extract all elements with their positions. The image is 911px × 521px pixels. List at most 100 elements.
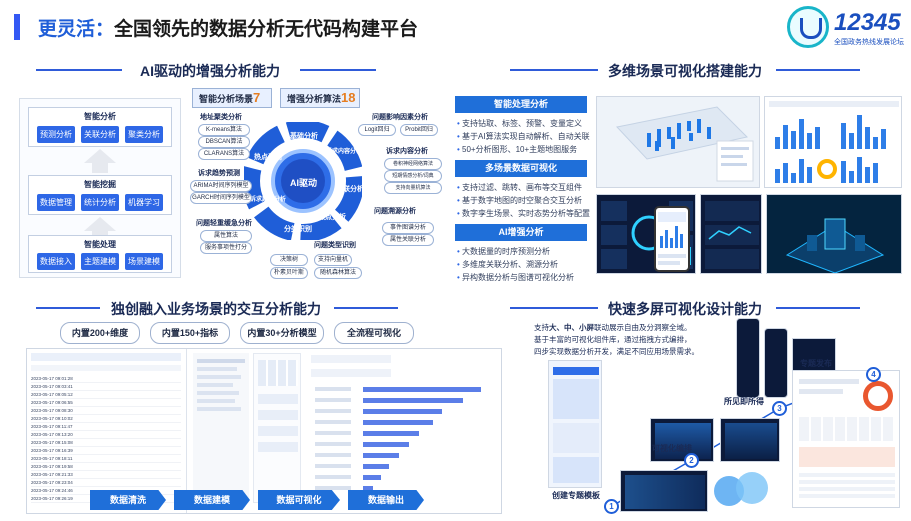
ring-segments <box>244 122 362 240</box>
up-arrow-icon <box>84 149 116 163</box>
table-row[interactable]: 2023-05-17 09:18:11 <box>31 455 181 463</box>
logo-subtitle: 全国政务热线发展论坛 <box>834 39 904 46</box>
algo-garch: GARCH时间序列模型 <box>190 192 252 204</box>
step-label-1: 创建专题模板 <box>552 491 600 500</box>
screenshot-3d-bars <box>596 96 760 188</box>
step-badge-3: 3 <box>772 401 787 416</box>
ring-center <box>281 159 325 203</box>
smart-analysis-title: 智能分析 <box>84 112 116 121</box>
ring-label-basic: 基础分析 <box>290 133 318 140</box>
smart-mining-box: 智能挖掘 数据管理 统计分析 机器学习 <box>28 175 172 215</box>
table-row[interactable]: 2023-05-17 09:08:30 <box>31 407 181 415</box>
table-row[interactable]: 2023-05-17 09:03:41 <box>31 383 181 391</box>
table-row[interactable]: 2023-05-17 09:11:47 <box>31 423 181 431</box>
process-flow: 数据清洗 数据建模 数据可视化 数据输出 <box>90 490 470 512</box>
table-row[interactable]: 2023-05-17 09:16:39 <box>31 447 181 455</box>
group-title-type: 问题类型识别 <box>314 242 356 249</box>
digital-twin-graphic <box>785 218 885 273</box>
stat-analysis-button[interactable]: 统计分析 <box>81 194 119 211</box>
step-label-4: 专题发布 <box>800 359 832 368</box>
multi-tag-1: 智能处理分析 <box>455 96 587 113</box>
step-badge-2: 2 <box>684 453 699 468</box>
assoc-analysis-button[interactable]: 关联分析 <box>81 126 119 143</box>
algo-kmeans: K-means算法 <box>198 124 250 136</box>
field-list-pane <box>193 353 249 503</box>
chart-type-pane <box>253 353 301 503</box>
ring-label-content: 诉求内容分析 <box>326 149 363 155</box>
algo-number: 18 <box>341 90 356 105</box>
bar-label-placeholder <box>315 387 351 391</box>
bar-mark <box>363 409 442 414</box>
step-label-2: 可视化编排 <box>652 444 692 453</box>
screenshot-dark-panel <box>700 194 762 274</box>
divider <box>36 69 122 71</box>
bar-mark <box>363 453 399 458</box>
section-title-ai: AI驱动的增强分析能力 <box>140 63 280 79</box>
bar-label-placeholder <box>315 442 351 446</box>
bar-mark <box>363 387 481 392</box>
algo-cnn: 卷积神经网络算法 <box>384 158 442 170</box>
divider <box>776 69 860 71</box>
table-row[interactable]: 2023-05-17 09:10:02 <box>31 415 181 423</box>
table-row[interactable]: 2023-05-17 09:06:55 <box>31 399 181 407</box>
cluster-analysis-button[interactable]: 聚类分析 <box>125 126 163 143</box>
title-prefix: 更灵活： <box>38 19 115 40</box>
scene-model-button[interactable]: 场景建模 <box>125 253 163 270</box>
bar-mark <box>363 464 389 469</box>
bar-mark <box>363 431 419 436</box>
data-mgmt-button[interactable]: 数据管理 <box>37 194 75 211</box>
dark-panel-graphic <box>705 201 759 269</box>
3d-bar-graphic <box>616 106 754 182</box>
table-row[interactable]: 2023-05-17 09:19:58 <box>31 463 181 471</box>
table-row[interactable]: 2023-05-17 09:23:04 <box>31 479 181 487</box>
predict-analysis-button[interactable]: 预测分析 <box>37 126 75 143</box>
arrow-stem <box>92 231 108 235</box>
bar-mark <box>363 475 381 480</box>
group-title-content: 诉求内容分析 <box>386 148 428 155</box>
algo-count-box: 增强分析算法18 <box>280 88 360 108</box>
data-access-button[interactable]: 数据接入 <box>37 253 75 270</box>
table-header <box>31 365 181 371</box>
smart-analysis-box: 智能分析 预测分析 关联分析 聚类分析 <box>28 107 172 147</box>
divider <box>334 307 398 309</box>
multi-bullet: 支持过滤、跳转、画布等交互组件 <box>457 182 582 193</box>
title-main: 全国领先的数据分析无代码构建平台 <box>114 19 419 40</box>
smart-proc-title: 智能处理 <box>84 240 116 249</box>
analysis-flow-panel: 智能分析 预测分析 关联分析 聚类分析 智能挖掘 数据管理 统计分析 机器学习 … <box>19 98 181 278</box>
editor-screenshot-bottom <box>620 470 708 512</box>
multi-bullet: 支持钻取、标签、预警、变量定义 <box>457 118 582 129</box>
algo-event-graph: 事件图谱分析 <box>382 222 434 234</box>
flow-step-visual[interactable]: 数据可视化 <box>258 490 340 510</box>
ml-button[interactable]: 机器学习 <box>125 194 163 211</box>
multi-bullet: 数字孪生场景、实时态势分析等配置 <box>457 208 590 219</box>
table-row[interactable]: 2023-05-17 09:21:33 <box>31 471 181 479</box>
step-label-3: 所见即所得 <box>724 397 764 406</box>
bar-mark <box>363 420 433 425</box>
bar-mark <box>363 486 373 491</box>
publish-report-screenshot <box>792 370 900 508</box>
screenshot-mobile <box>654 206 690 272</box>
screen-desc-line3: 四步实现数据分析开发，满足不同应用场景需求。 <box>534 347 699 356</box>
smart-proc-box: 智能处理 数据接入 主题建模 场景建模 <box>28 235 172 273</box>
divider <box>510 307 598 309</box>
bar-label-placeholder <box>315 486 351 490</box>
table-row[interactable]: 2023-05-17 09:01:28 <box>31 375 181 383</box>
flow-step-output[interactable]: 数据输出 <box>348 490 424 510</box>
table-row[interactable]: 2023-05-17 09:15:08 <box>31 439 181 447</box>
logo-number: 12345 <box>834 9 901 36</box>
editor-screenshot-right <box>720 418 780 462</box>
algo-svm: 支持向量机算法 <box>384 182 442 194</box>
topic-model-button[interactable]: 主题建模 <box>81 253 119 270</box>
flow-step-model[interactable]: 数据建模 <box>174 490 250 510</box>
scene-count-box: 智能分析场景7 <box>192 88 272 108</box>
divider <box>300 69 376 71</box>
table-row[interactable]: 2023-05-17 09:13:20 <box>31 431 181 439</box>
algo-rf: 随机森林算法 <box>314 267 362 279</box>
desc-part: 支持 <box>534 323 549 332</box>
table-row[interactable]: 2023-05-17 09:05:12 <box>31 391 181 399</box>
group-title-factor: 问题影响因素分析 <box>372 114 428 121</box>
flow-step-clean[interactable]: 数据清洗 <box>90 490 166 510</box>
ring-label-assoc: 关联分析 <box>336 186 364 193</box>
bar-label-placeholder <box>315 398 351 402</box>
